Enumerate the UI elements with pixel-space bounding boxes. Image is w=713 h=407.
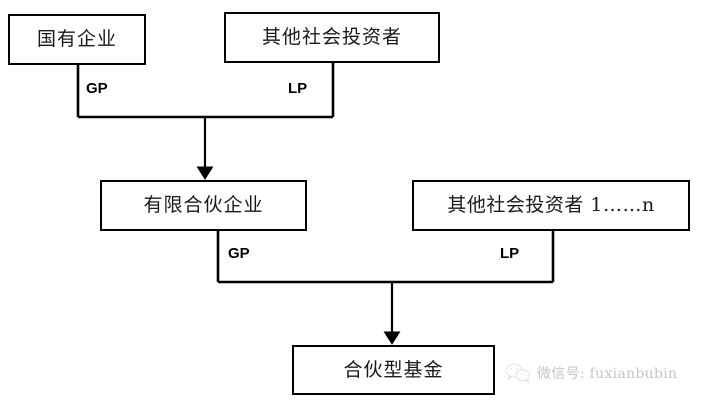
node-limited-partnership[interactable]: 有限合伙企业 bbox=[100, 180, 307, 231]
node-label: 合伙型基金 bbox=[343, 358, 444, 381]
node-label: 国有企业 bbox=[36, 28, 117, 50]
wechat-watermark: 微信号: fuxianbubin bbox=[505, 362, 677, 384]
node-label: 其他社会投资者 1……n bbox=[447, 194, 655, 216]
node-partnership-fund[interactable]: 合伙型基金 bbox=[292, 345, 495, 395]
edge-label-gp-mid: GP bbox=[228, 245, 250, 262]
node-other-social-investors-top[interactable]: 其他社会投资者 bbox=[224, 12, 440, 63]
edge-label-lp-mid: LP bbox=[500, 245, 520, 262]
node-state-owned-enterprise[interactable]: 国有企业 bbox=[8, 14, 146, 65]
edge-label-lp-top: LP bbox=[288, 80, 308, 97]
edge-label-gp-top: GP bbox=[86, 80, 108, 97]
node-other-social-investors-1-to-n[interactable]: 其他社会投资者 1……n bbox=[412, 180, 690, 231]
node-label: 其他社会投资者 bbox=[261, 26, 402, 48]
wechat-logo-icon bbox=[505, 363, 531, 384]
node-label: 有限合伙企业 bbox=[143, 194, 264, 216]
watermark-text: 微信号: fuxianbubin bbox=[537, 366, 678, 382]
